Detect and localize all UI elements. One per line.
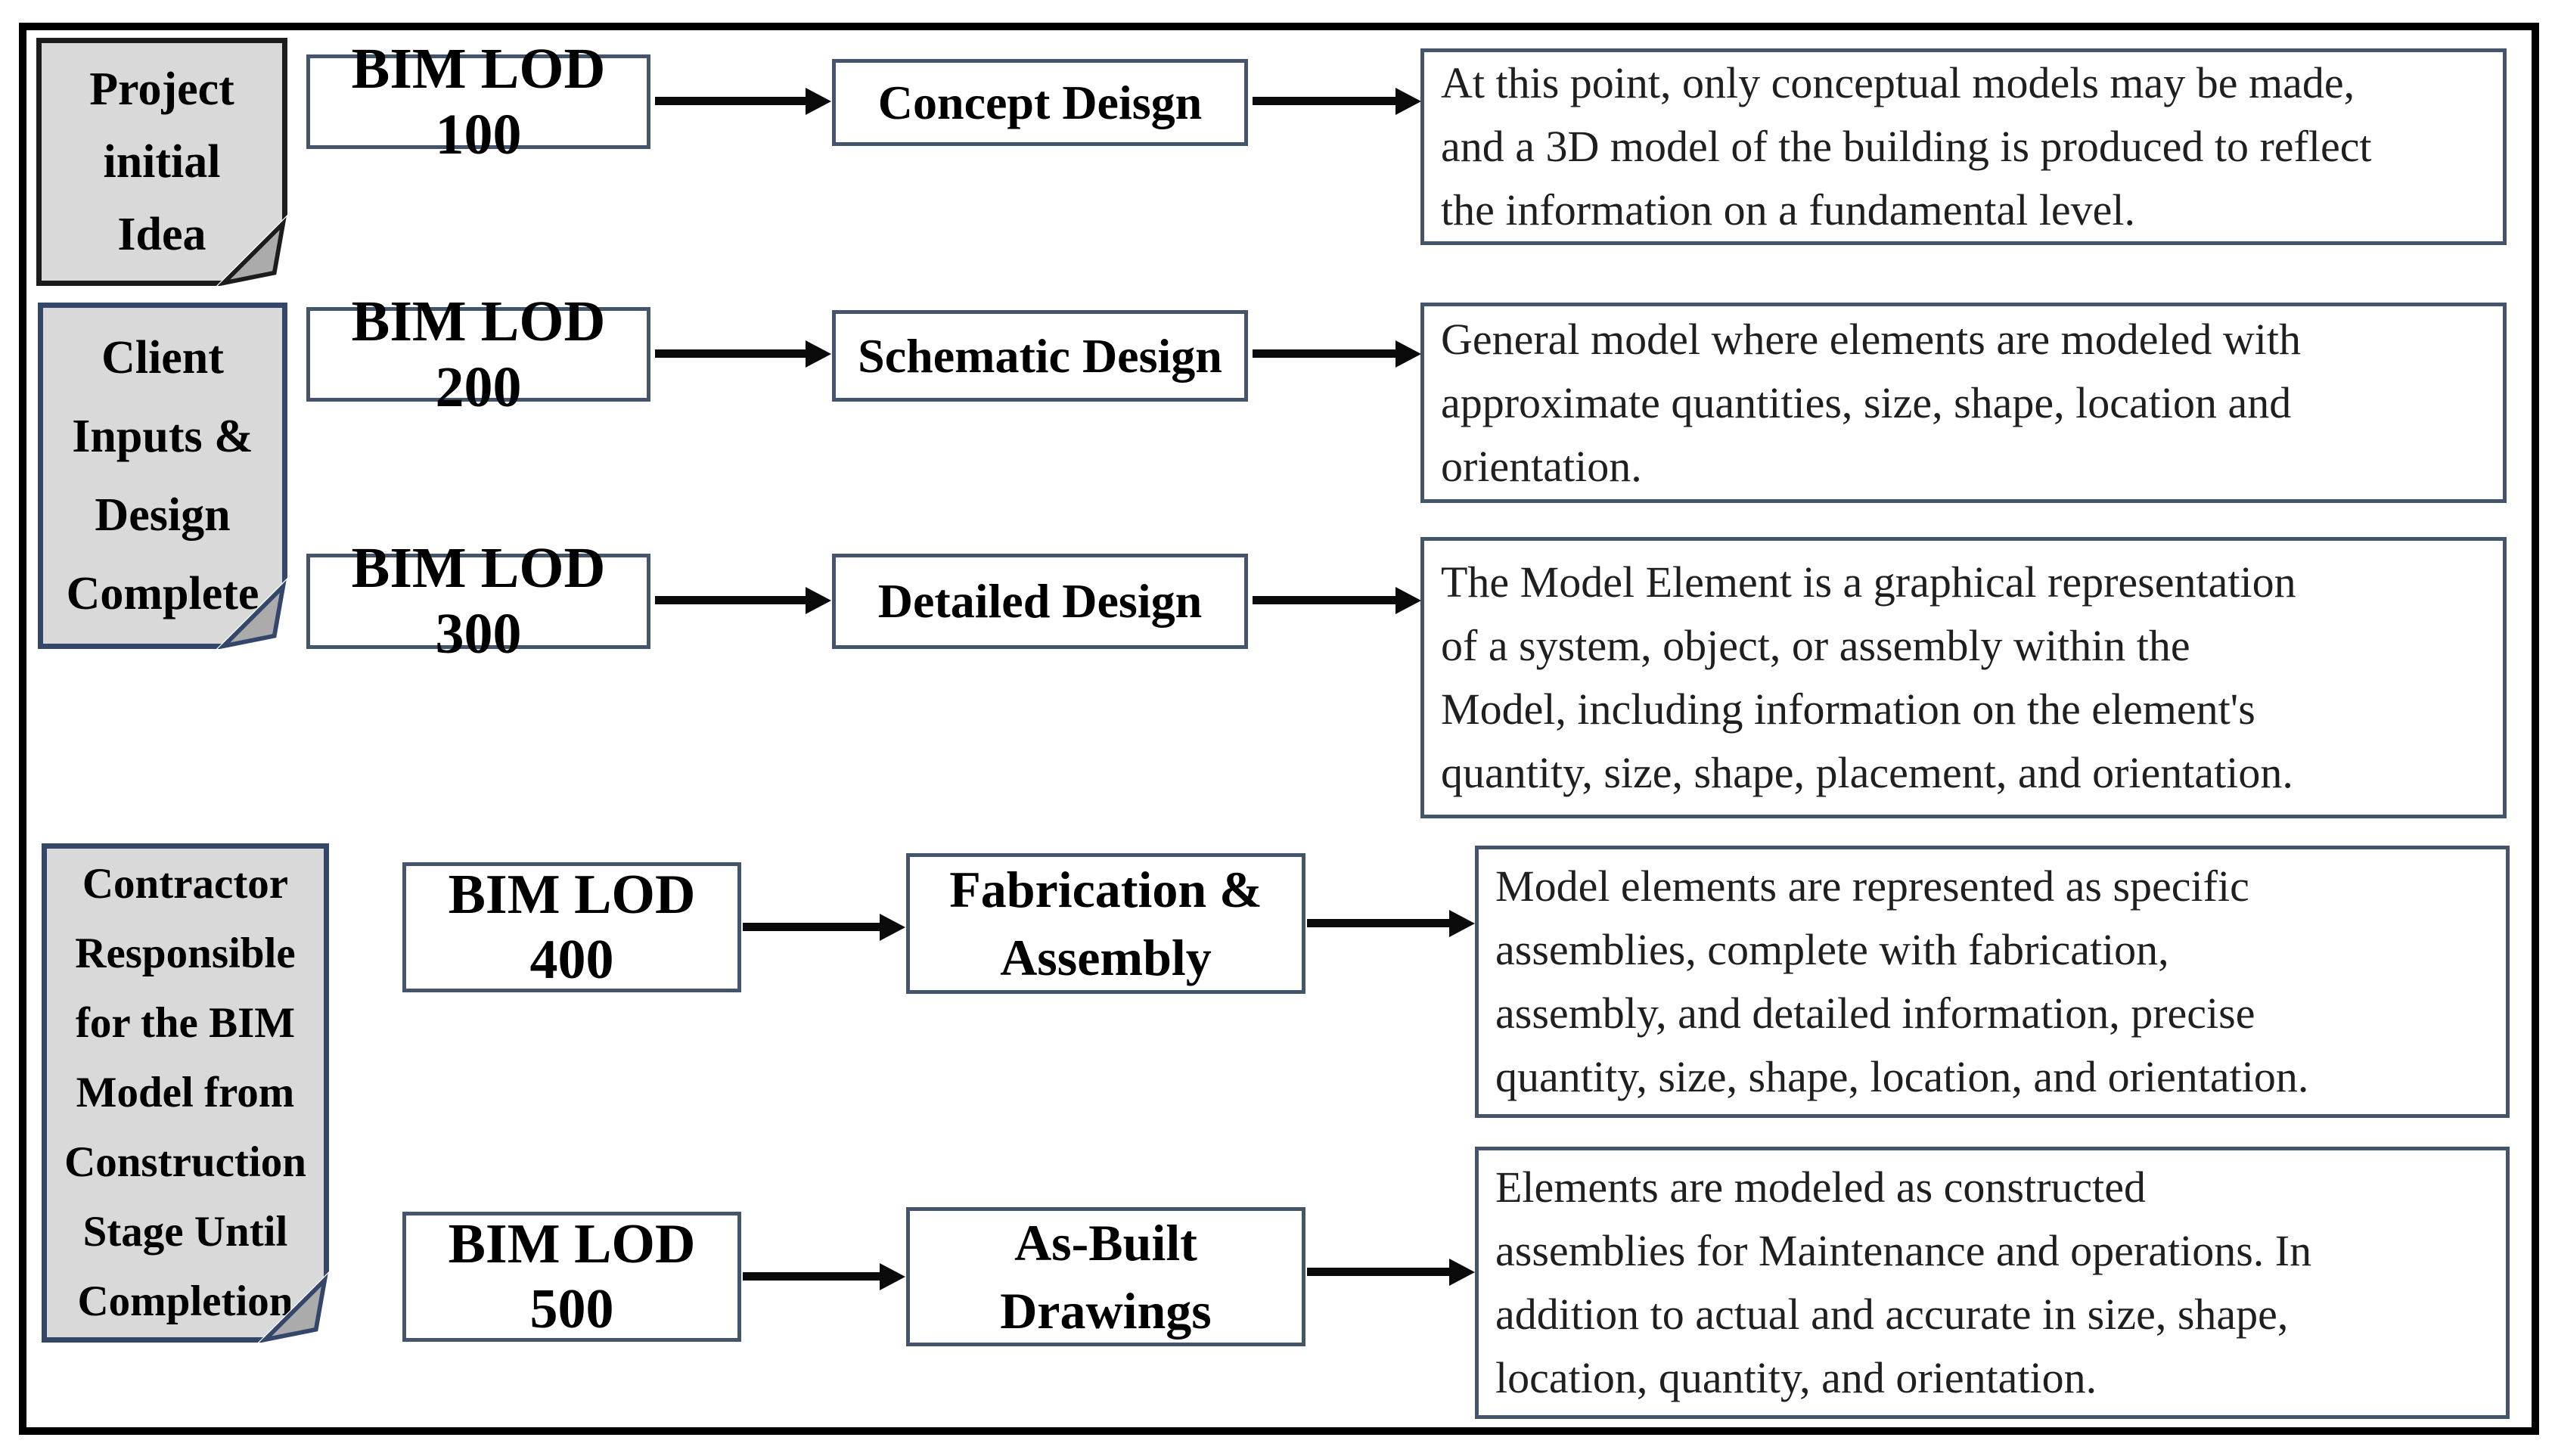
note-text: Contractor Responsible for the BIM Model… (64, 860, 306, 1325)
stage-schematic-design-label: Schematic Design (858, 328, 1222, 383)
note-text: Client Inputs & Design Complete (66, 332, 259, 619)
lod-100-label: BIM LOD 100 (351, 36, 606, 166)
flow-arrow-schematic-to-desc (1253, 340, 1421, 368)
flow-arrow-concept-to-desc (1253, 88, 1421, 115)
stage-as-built-drawings-label: As-Built Drawings (1000, 1214, 1212, 1340)
description-lod-500-text: Elements are modeled as constructed asse… (1495, 1163, 2312, 1402)
stage-schematic-design-box: Schematic Design (832, 310, 1248, 402)
description-lod-200-box: General model where elements are modeled… (1420, 303, 2507, 503)
lod-300-box: BIM LOD 300 (306, 536, 650, 666)
lod-400-label: BIM LOD 400 (448, 864, 696, 991)
stage-fabrication-assembly-label: Fabrication & Assembly (949, 861, 1262, 986)
flow-arrow-lod100-to-concept (655, 88, 831, 115)
note-contractor-responsibility: Contractor Responsible for the BIM Model… (42, 843, 329, 1343)
lod-100-box: BIM LOD 100 (306, 37, 650, 166)
stage-concept-design-label: Concept Deisgn (877, 75, 1203, 129)
lod-500-label: BIM LOD 500 (448, 1213, 696, 1340)
flow-arrow-asbuilt-to-desc (1307, 1259, 1475, 1286)
note-client-inputs-design-complete: Client Inputs & Design Complete (38, 303, 287, 649)
description-lod-400-text: Model elements are represented as specif… (1495, 861, 2309, 1101)
stage-detailed-design-label: Detailed Design (877, 574, 1203, 628)
flow-arrow-fabrication-to-desc (1307, 910, 1475, 937)
lod-400-box: BIM LOD 400 (402, 862, 741, 992)
flow-arrow-detailed-to-desc (1253, 587, 1421, 614)
flow-arrow-lod400-to-fabrication (743, 914, 905, 941)
description-lod-200-text: General model where elements are modeled… (1441, 314, 2301, 491)
description-lod-100-box: At this point, only conceptual models ma… (1420, 48, 2507, 245)
stage-as-built-drawings-box: As-Built Drawings (906, 1207, 1305, 1346)
flow-arrow-lod300-to-detailed (655, 587, 831, 614)
flow-arrow-lod200-to-schematic (655, 340, 831, 368)
folded-corner-icon (216, 214, 287, 286)
lod-200-box: BIM LOD 200 (306, 290, 650, 419)
lod-500-box: BIM LOD 500 (402, 1212, 741, 1342)
description-lod-500-box: Elements are modeled as constructed asse… (1475, 1147, 2510, 1419)
flow-arrow-lod500-to-asbuilt (743, 1263, 905, 1290)
note-text: Project initial Idea (89, 64, 234, 260)
stage-fabrication-assembly-box: Fabrication & Assembly (906, 853, 1305, 994)
folded-corner-icon (257, 1271, 329, 1343)
stage-detailed-design-box: Detailed Design (832, 554, 1248, 649)
description-lod-300-text: The Model Element is a graphical represe… (1441, 557, 2296, 797)
description-lod-300-box: The Model Element is a graphical represe… (1420, 537, 2507, 818)
stage-concept-design-box: Concept Deisgn (832, 59, 1248, 146)
note-project-initial-idea: Project initial Idea (36, 38, 287, 286)
description-lod-100-text: At this point, only conceptual models ma… (1441, 58, 2372, 234)
lod-300-label: BIM LOD 300 (351, 536, 606, 666)
description-lod-400-box: Model elements are represented as specif… (1475, 846, 2510, 1118)
folded-corner-icon (216, 577, 287, 649)
diagram-frame (19, 23, 2539, 1435)
lod-200-label: BIM LOD 200 (351, 289, 606, 419)
